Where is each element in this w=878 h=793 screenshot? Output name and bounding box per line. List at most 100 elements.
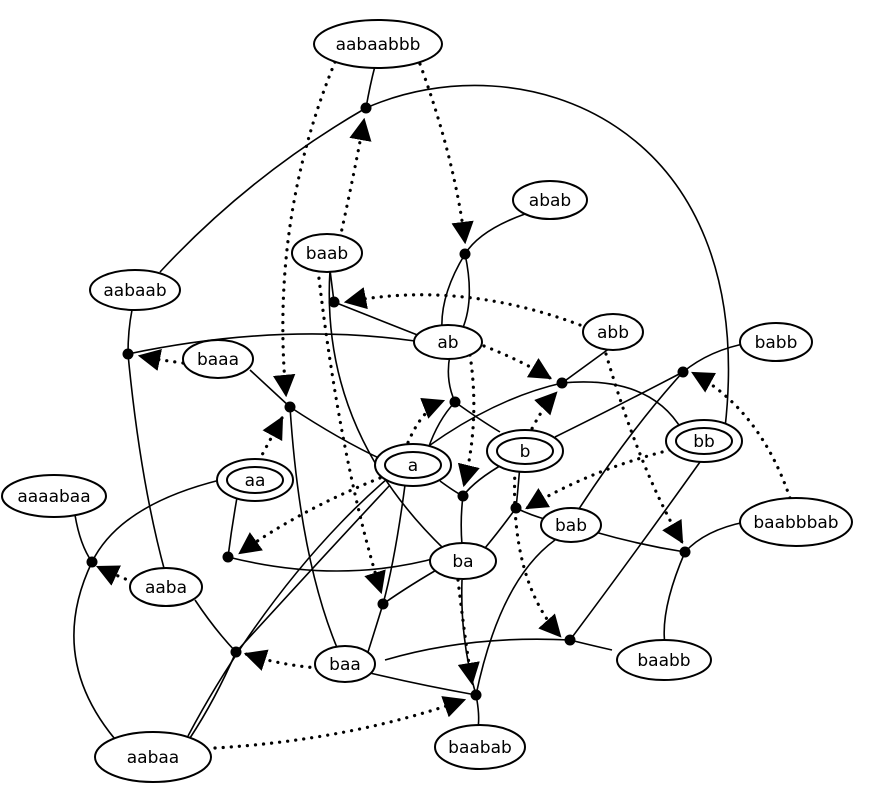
junction-dot [328,296,340,308]
node-label: babb [755,333,798,353]
edge-baa-j17 [369,672,477,696]
edge-j4-ab [333,301,421,337]
node-bab: bab [540,507,602,543]
node-label: ab [437,333,458,353]
junction-dot [459,248,471,260]
junction-dot [377,598,389,610]
edge-baabbbab-j12 [684,521,746,553]
dotted-ba-to-j17 [456,578,480,686]
node-label: abab [529,191,571,211]
edge-j10-baa [367,603,384,653]
dotted-baabbbab-to-j7 [691,371,792,500]
node-aabaab: aabaab [89,269,181,311]
edge-j6-aabaa [187,382,563,737]
edge-ba-j17 [460,579,477,696]
edge-j3-ab [127,333,416,355]
node-aabaabbb: aabaabbb [313,19,443,69]
dotted-b-to-j13 [512,468,562,638]
edge-j13-baabb [569,639,613,651]
dotted-aabaa-to-j17 [213,696,467,750]
junction-dot [556,377,568,389]
dotted-abb-to-j4 [343,287,582,327]
node-baabbbab: baabbbab [739,497,853,547]
dotted-b-to-j6 [523,391,558,445]
node-label: abb [597,323,629,343]
dotted-baaa-to-j3 [137,348,185,371]
edge-j13-baa [384,638,571,661]
node-bb: bb [665,419,743,463]
edge-bb-j13 [569,461,701,641]
dotted-baab-to-j10 [316,268,386,595]
junction-dot [122,348,134,360]
node-label: aa [245,471,266,491]
node-aaba: aaba [129,567,203,607]
junction-dot [564,634,576,646]
junction-dot [360,102,372,114]
junction-dot [470,689,482,701]
node-label: aaaabaa [17,487,90,507]
edge-j15-aa [91,479,221,563]
node-label: baabb [637,651,690,671]
node-abab: abab [512,180,588,220]
node-aaaabaa: aaaabaa [1,474,107,518]
edge-bab-j12 [594,531,686,553]
junction-points [86,102,691,701]
edge-aabaabbb-j1 [365,65,376,109]
node-label: b [520,442,531,462]
node-baab: baab [291,233,363,273]
edge-ab-j5 [447,354,456,403]
dotted-ab-to-j9 [457,353,480,488]
edge-j12-baabb [663,551,686,646]
junction-dot [679,546,691,558]
solid-edges [73,65,749,746]
node-label: baabab [448,738,512,758]
edge-babb-j7 [682,342,749,373]
node-label: aabaa [127,748,179,768]
node-b: b [486,429,564,473]
edge-baaa-j8 [249,369,291,408]
junction-dot [222,551,234,563]
junction-dot [449,396,461,408]
edge-j7-b [554,371,684,438]
dotted-edges [95,60,792,750]
node-ab: ab [413,324,483,360]
edge-aabaab-j3 [127,309,133,355]
node-ba: ba [429,542,497,580]
edge-baab-ba [328,269,446,551]
node-label: bab [555,516,587,536]
node-baaa: baaa [182,339,254,379]
node-label: baab [306,244,348,264]
edge-abab-j2 [464,213,526,255]
edge-j1-aabaab [159,107,367,273]
dotted-a-to-j5 [403,397,446,452]
node-label: ba [452,552,473,572]
edge-j3-aaba [127,353,166,573]
nodes: aabaabbb abab baab aabaab abb babb ab b [1,19,853,783]
junction-dot [230,646,242,658]
edge-j2-ab-left [441,253,466,331]
node-label: baaa [197,350,239,370]
node-babb: babb [739,322,813,362]
edge-j11-ba [484,507,517,549]
junction-dot [86,556,98,568]
node-label: baa [329,655,361,675]
node-label: aabaabbb [336,35,421,55]
node-baabb: baabb [616,639,712,681]
edge-j7-bab [574,371,684,516]
dotted-aaba-to-j15 [95,565,135,586]
edge-j8-a [289,406,384,461]
node-label: aabaab [103,281,166,301]
edge-j8-baa [289,406,339,651]
edge-j6-bb [561,381,683,431]
junction-dot [510,502,522,514]
edge-bab-j17 [475,539,556,696]
edge-aaba-j16 [194,599,237,653]
dotted-ab-to-j6 [482,344,552,380]
dotted-aabaabbb-to-j2 [418,62,474,245]
node-abb: abb [582,313,644,351]
edge-j2-ab-right [461,253,471,331]
node-baabab: baabab [434,724,526,770]
junction-dot [677,366,689,378]
node-label: bb [693,432,715,452]
